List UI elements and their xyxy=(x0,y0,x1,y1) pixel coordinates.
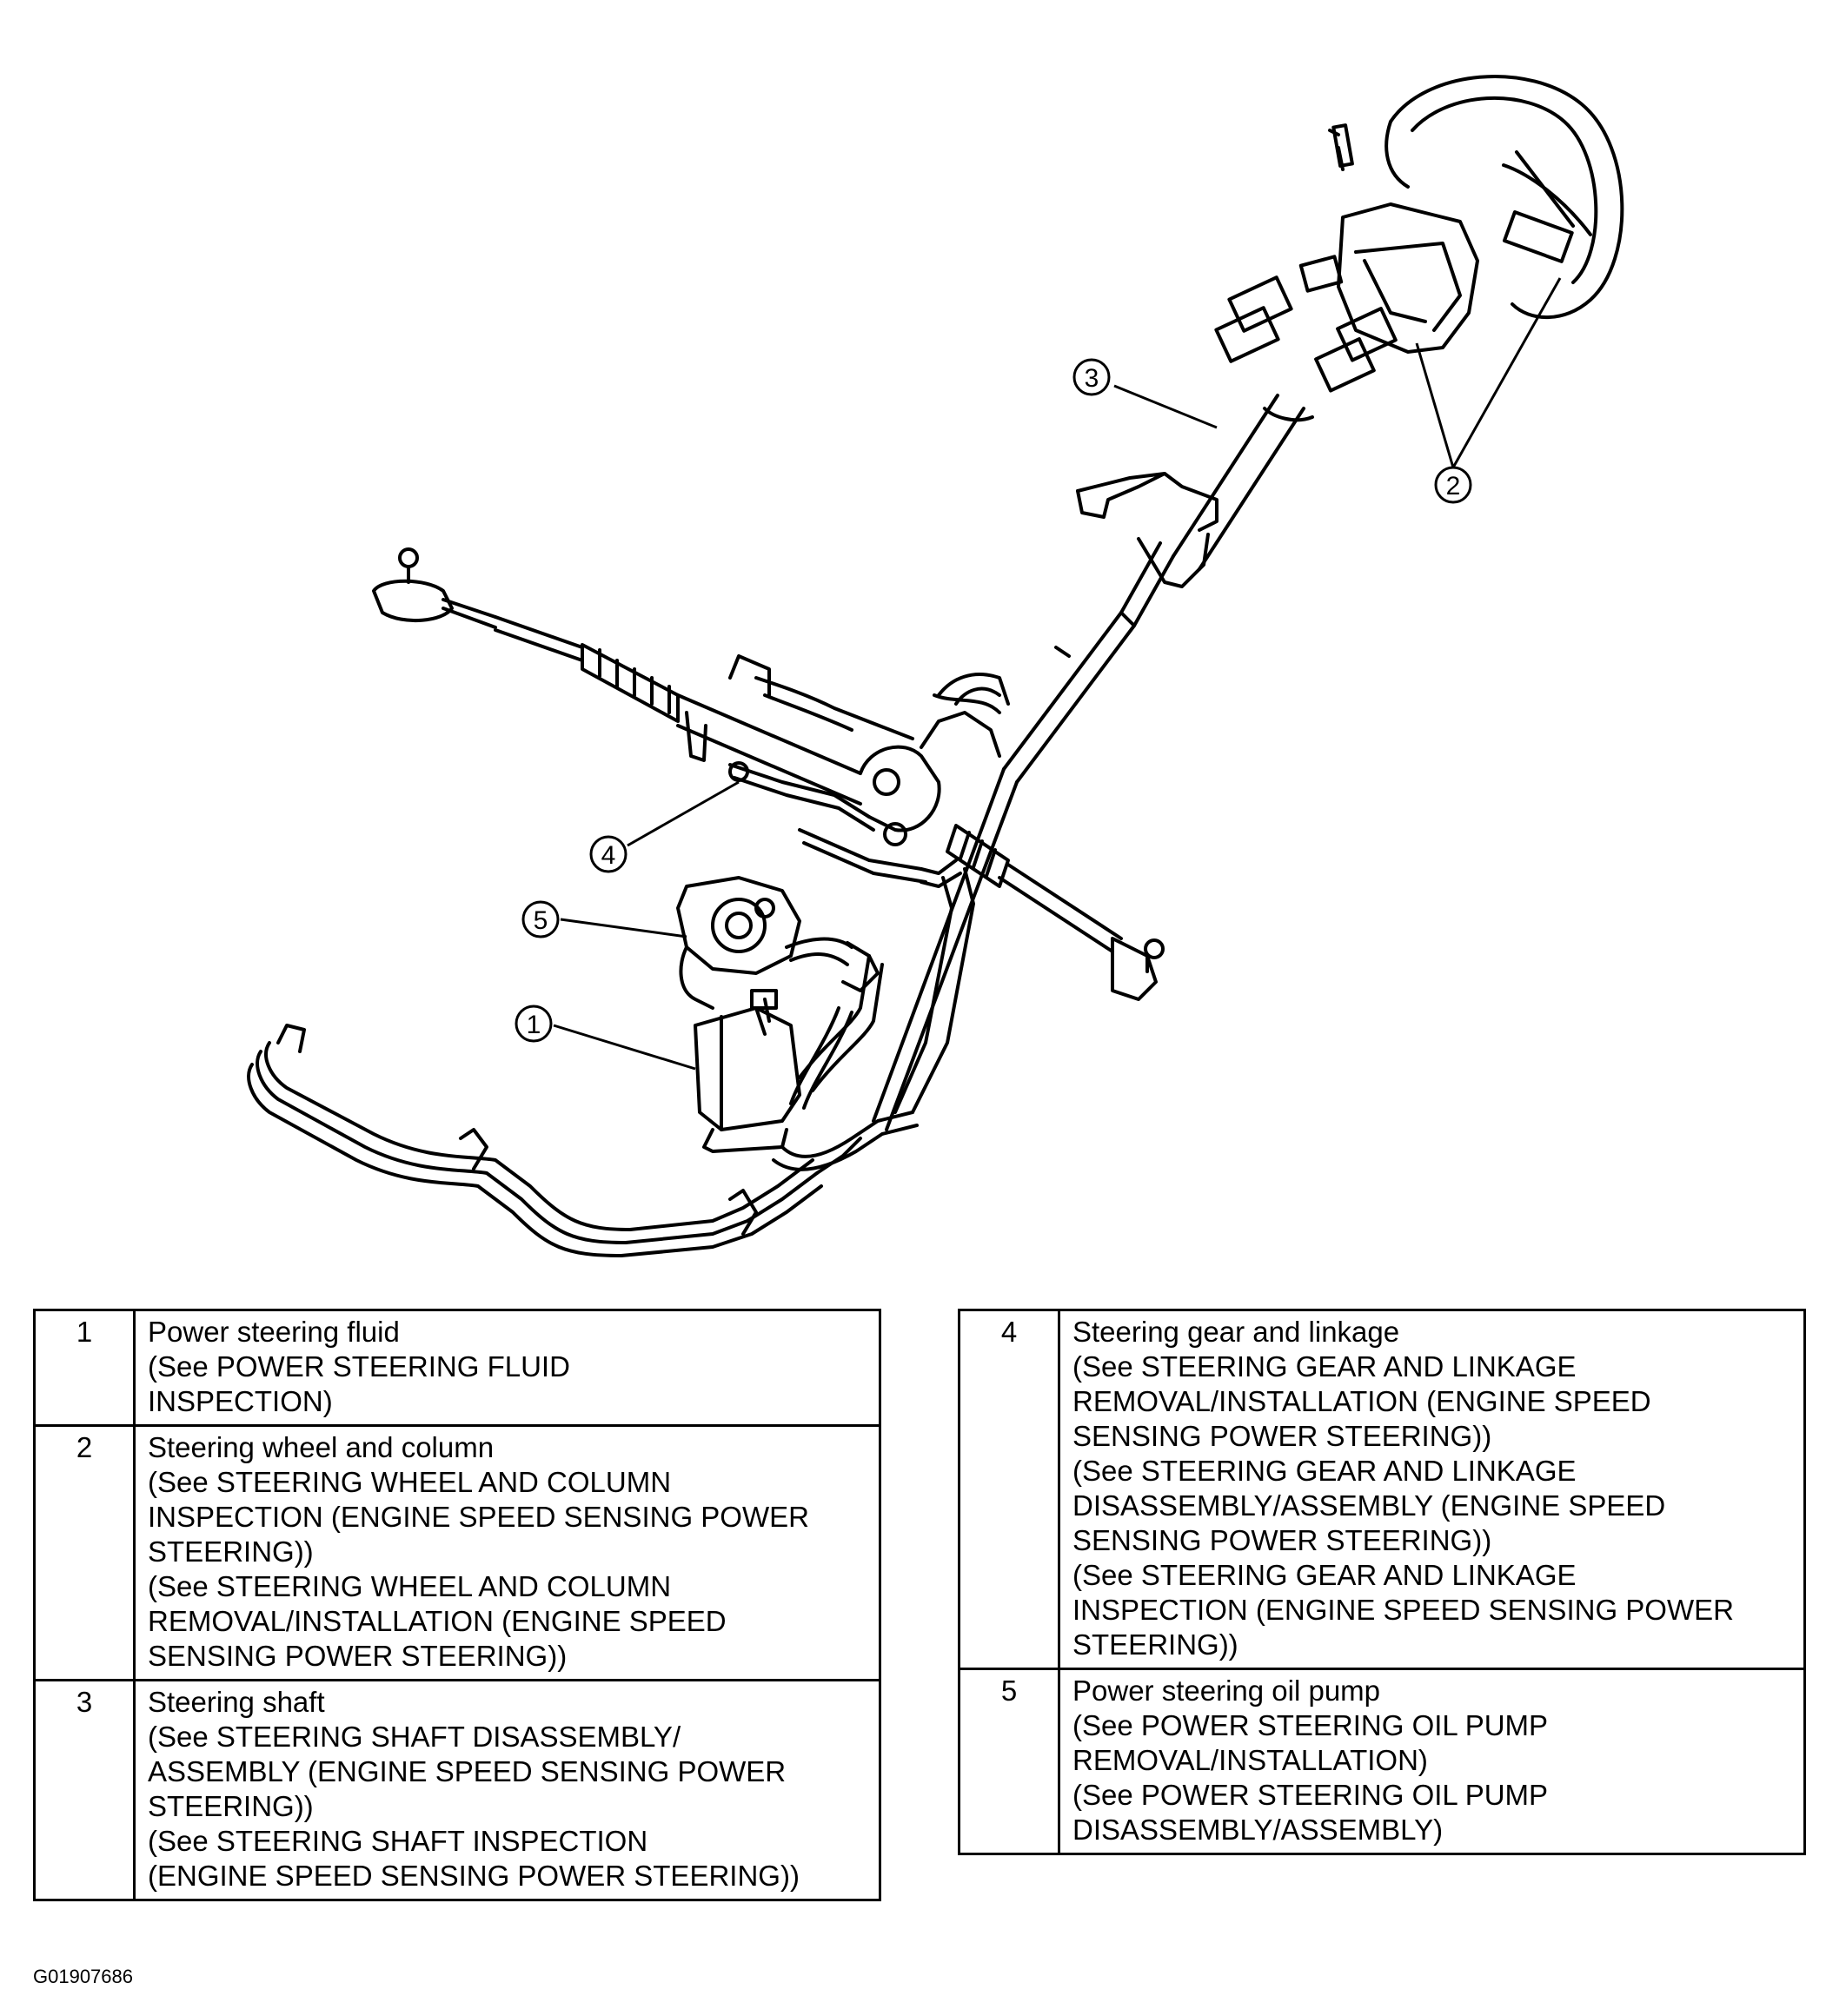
item-reference: (See POWER STEERING FLUID xyxy=(148,1350,570,1383)
item-reference: REMOVAL/INSTALLATION (ENGINE SPEED xyxy=(1072,1385,1651,1417)
svg-text:1: 1 xyxy=(527,1011,541,1039)
steering-wheel-illustration xyxy=(1384,75,1624,320)
item-reference: SENSING POWER STEERING)) xyxy=(1072,1524,1492,1556)
item-reference: STEERING)) xyxy=(148,1535,314,1568)
item-number: 2 xyxy=(33,1424,136,1681)
component-table-right: 4 Steering gear and linkage (See STEERIN… xyxy=(958,1309,1806,1855)
steering-shaft-illustration xyxy=(872,394,1314,1131)
item-number: 1 xyxy=(33,1309,136,1427)
svg-text:4: 4 xyxy=(601,841,616,870)
leader-line-5 xyxy=(560,918,687,938)
item-reference: INSPECTION (ENGINE SPEED SENSING POWER xyxy=(148,1501,809,1533)
item-description: Steering gear and linkage (See STEERING … xyxy=(1058,1309,1806,1670)
power-steering-pump-illustration xyxy=(676,876,880,1010)
figure-id: G01907686 xyxy=(33,1966,133,1987)
item-reference: STEERING)) xyxy=(148,1790,314,1822)
table-row: 4 Steering gear and linkage (See STEERIN… xyxy=(958,1309,1806,1670)
item-reference: (See STEERING WHEEL AND COLUMN xyxy=(148,1570,672,1602)
svg-text:3: 3 xyxy=(1085,364,1099,393)
item-reference: STEERING)) xyxy=(1072,1628,1238,1661)
component-table-left: 1 Power steering fluid (See POWER STEERI… xyxy=(33,1309,881,1901)
leader-line-2 xyxy=(1415,342,1455,468)
item-reference: (See STEERING WHEEL AND COLUMN xyxy=(148,1466,672,1498)
item-title: Power steering oil pump xyxy=(1072,1674,1381,1707)
item-reference: DISASSEMBLY/ASSEMBLY (ENGINE SPEED xyxy=(1072,1489,1666,1522)
item-reference: SENSING POWER STEERING)) xyxy=(1072,1420,1492,1452)
callout-1: 1 xyxy=(515,1005,553,1043)
steering-gear-illustration xyxy=(372,547,1165,1114)
reservoir-illustration xyxy=(694,989,801,1153)
cooler-pipe-illustration xyxy=(247,1024,862,1257)
table-row: 2 Steering wheel and column (See STEERIN… xyxy=(33,1424,881,1681)
item-number: 5 xyxy=(958,1668,1060,1855)
leader-line-4 xyxy=(627,780,740,847)
item-description: Power steering fluid (See POWER STEERING… xyxy=(133,1309,881,1427)
leader-line-1 xyxy=(553,1024,696,1071)
item-number: 4 xyxy=(958,1309,1060,1670)
item-reference: ASSEMBLY (ENGINE SPEED SENSING POWER xyxy=(148,1755,787,1787)
svg-text:2: 2 xyxy=(1446,472,1461,501)
item-reference: (See STEERING GEAR AND LINKAGE xyxy=(1072,1350,1577,1383)
table-row: 5 Power steering oil pump (See POWER STE… xyxy=(958,1668,1806,1855)
item-reference: DISASSEMBLY/ASSEMBLY) xyxy=(1072,1814,1444,1846)
item-number: 3 xyxy=(33,1679,136,1901)
callout-4: 4 xyxy=(589,835,628,873)
item-reference: (See STEERING SHAFT INSPECTION xyxy=(148,1825,648,1857)
item-reference: INSPECTION) xyxy=(148,1385,333,1417)
item-description: Steering shaft (See STEERING SHAFT DISAS… xyxy=(133,1679,881,1901)
item-reference: REMOVAL/INSTALLATION (ENGINE SPEED xyxy=(148,1605,727,1637)
item-reference: SENSING POWER STEERING)) xyxy=(148,1640,568,1672)
leader-line-3 xyxy=(1113,384,1218,429)
steering-column-housing-illustration xyxy=(1214,123,1479,393)
item-reference: (ENGINE SPEED SENSING POWER STEERING)) xyxy=(148,1860,800,1892)
item-title: Steering gear and linkage xyxy=(1072,1316,1400,1348)
callout-2: 2 xyxy=(1434,466,1472,504)
item-title: Steering wheel and column xyxy=(148,1431,495,1463)
item-reference: (See STEERING GEAR AND LINKAGE xyxy=(1072,1559,1577,1591)
item-reference: (See POWER STEERING OIL PUMP xyxy=(1072,1779,1549,1811)
item-reference: REMOVAL/INSTALLATION) xyxy=(1072,1744,1428,1776)
item-title: Steering shaft xyxy=(148,1686,325,1718)
leader-line-2b xyxy=(1451,277,1562,468)
item-reference: (See STEERING GEAR AND LINKAGE xyxy=(1072,1455,1577,1487)
svg-text:5: 5 xyxy=(534,906,548,935)
item-reference: INSPECTION (ENGINE SPEED SENSING POWER xyxy=(1072,1594,1734,1626)
item-description: Power steering oil pump (See POWER STEER… xyxy=(1058,1668,1806,1855)
callout-3: 3 xyxy=(1072,358,1111,396)
item-description: Steering wheel and column (See STEERING … xyxy=(133,1424,881,1681)
callout-5: 5 xyxy=(521,900,560,938)
table-row: 3 Steering shaft (See STEERING SHAFT DIS… xyxy=(33,1679,881,1901)
hose-assembly-illustration xyxy=(772,954,919,1171)
table-row: 1 Power steering fluid (See POWER STEERI… xyxy=(33,1309,881,1427)
item-title: Power steering fluid xyxy=(148,1316,400,1348)
item-reference: (See POWER STEERING OIL PUMP xyxy=(1072,1709,1549,1741)
steering-system-illustration: 3 2 4 5 1 xyxy=(247,75,1624,1257)
item-reference: (See STEERING SHAFT DISASSEMBLY/ xyxy=(148,1721,681,1753)
